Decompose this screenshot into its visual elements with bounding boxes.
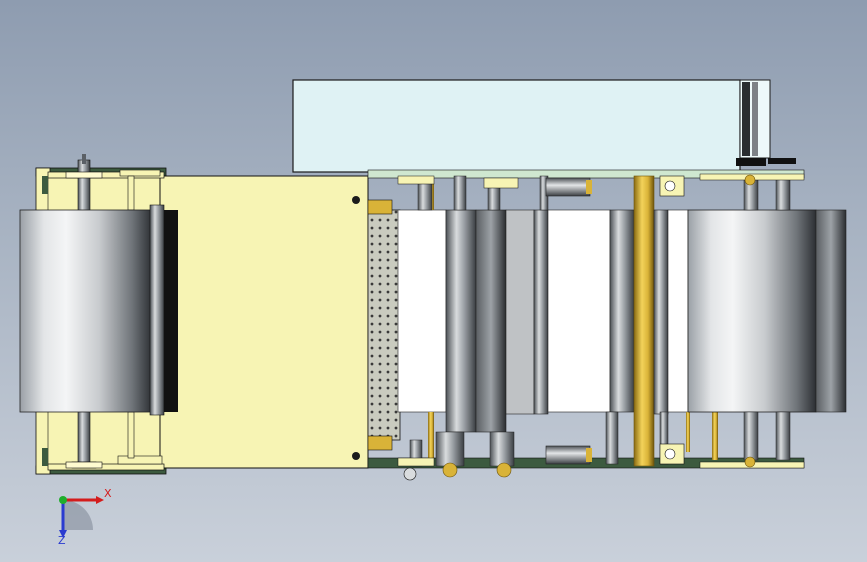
x-axis-label: X xyxy=(104,487,112,500)
perforated-plate xyxy=(352,196,401,460)
unwind-roller-left xyxy=(19,204,178,416)
drive-roller-set xyxy=(367,169,805,481)
y-axis-dot xyxy=(59,496,67,504)
left-brackets xyxy=(42,154,165,471)
control-housing xyxy=(292,79,796,173)
axis-triad: X Z xyxy=(58,487,112,547)
frame-plate xyxy=(159,175,369,469)
rewind-roller-right xyxy=(687,173,847,469)
z-axis-label: Z xyxy=(58,534,66,547)
